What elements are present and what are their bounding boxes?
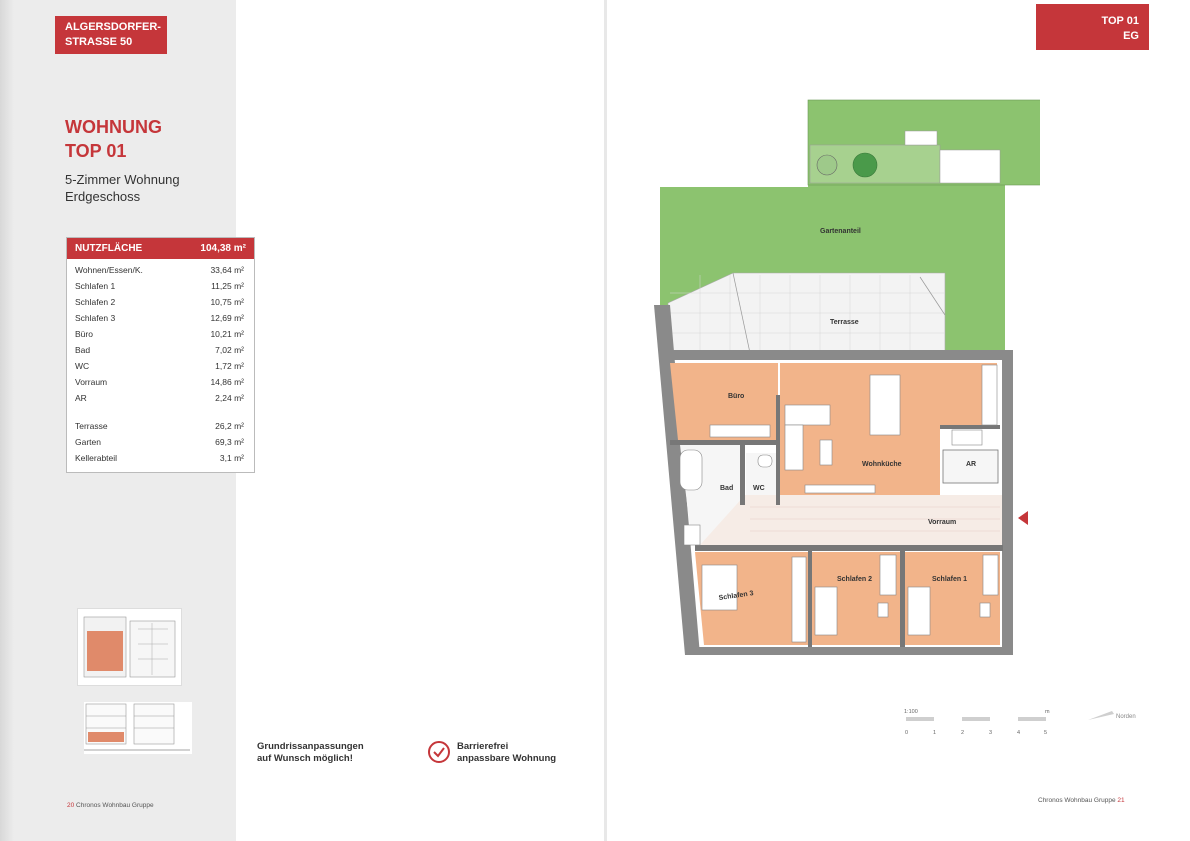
area-table: NUTZFLÄCHE 104,38 m² Wohnen/Essen/K. 33,6… [66,237,255,473]
floor-location-thumbnail [77,608,182,686]
section-location-thumbnail [84,702,192,754]
office-label: Büro [728,393,744,400]
unit-subtitle-rooms: 5-Zimmer Wohnung [65,172,180,187]
area-row-value: 2,24 m² [215,393,244,403]
scale-tick: 4 [1017,730,1020,736]
area-row-label: Schlafen 1 [75,281,116,291]
page-number-right: 21 [1117,797,1125,804]
area-row-value: 7,02 m² [215,345,244,355]
area-row: Schlafen 3 12,69 m² [67,310,254,326]
area-row-label: Schlafen 2 [75,297,116,307]
area-row: WC 1,72 m² [67,358,254,374]
area-row: Schlafen 2 10,75 m² [67,294,254,310]
bush-icon [852,152,878,178]
area-row: Schlafen 1 11,25 m² [67,278,254,294]
unit-tag: TOP 01 EG [1036,4,1149,50]
unit-tag-line-1: TOP 01 [1101,15,1139,27]
area-row-label: Wohnen/Essen/K. [75,265,143,275]
area-row-label: Garten [75,437,101,447]
adjustment-note-line-2: auf Wunsch möglich! [257,753,353,764]
area-row-label: Büro [75,329,93,339]
unit-title: WOHNUNG TOP 01 [65,115,225,163]
area-row: Wohnen/Essen/K. 33,64 m² [67,262,254,278]
area-row: Garten 69,3 m² [67,434,254,450]
bedroom-3-label: Schlafen 3 [718,590,754,602]
area-row-label: Schlafen 3 [75,313,116,323]
area-table-header-label: NUTZFLÄCHE [75,243,143,254]
kitchen-label: Wohnküche [862,461,902,468]
unit-tag-line-2: EG [1123,30,1139,42]
area-row-label: Bad [75,345,91,355]
area-table-header-value: 104,38 m² [200,243,246,254]
unit-subtitle-floor: Erdgeschoss [65,189,141,204]
area-row-label: AR [75,393,87,403]
area-row-value: 3,1 m² [219,453,244,463]
area-row-value: 10,75 m² [210,297,244,307]
north-label: Norden [1116,714,1136,720]
area-row-value: 11,25 m² [211,281,244,291]
area-row-label: Vorraum [75,377,108,387]
area-row-value: 1,72 m² [215,361,244,371]
bedroom-1-label: Schlafen 1 [932,576,967,583]
accessibility-note: Barrierefrei anpassbare Wohnung [457,741,556,765]
adjustment-note-line-1: Grundrissanpassungen [257,741,364,752]
scale-bar: 1:100 m 0 1 2 3 4 5 [904,709,1050,736]
scale-tick: 5 [1044,730,1047,736]
area-row-label: Terrasse [75,421,108,431]
accessibility-note-line-2: anpassbare Wohnung [457,753,557,764]
page-edge-shadow [0,0,14,841]
area-row-value: 14,86 m² [210,377,244,387]
scale-tick: 2 [961,730,964,736]
garden-label: Gartenanteil [820,228,861,235]
area-row-label: WC [75,361,90,371]
bedroom-2-label: Schlafen 2 [837,576,872,583]
area-row: AR 2,24 m² [67,390,254,406]
area-row-label: Kellerabteil [75,453,118,463]
page-gutter [604,0,607,841]
wc-label: WC [753,485,765,492]
office-room [670,363,778,440]
area-row: Kellerabteil 3,1 m² [67,450,254,466]
footer-right-brand: Chronos Wohnbau Gruppe [1038,797,1116,804]
area-row-value: 10,21 m² [210,329,244,339]
tree-icon [816,154,838,176]
unit-subtitle: 5-Zimmer Wohnung Erdgeschoss [65,171,225,205]
unit-title-line-1: WOHNUNG [65,117,162,137]
page-number-left: 20 [67,802,75,809]
storage-room [942,449,999,484]
area-table-header: NUTZFLÄCHE 104,38 m² [67,238,254,259]
storage-label: AR [966,461,976,468]
area-row: Büro 10,21 m² [67,326,254,342]
area-row: Terrasse 26,2 m² [67,418,254,434]
area-row-value: 33,64 m² [210,265,244,275]
area-row-value: 26,2 m² [215,421,244,431]
address-line-2: STRASSE 50 [65,36,133,48]
area-row: Bad 7,02 m² [67,342,254,358]
floor-plan: Gartenanteil Terrasse Büro Wohnküche AR … [654,99,1040,655]
north-arrow-icon: Norden [1088,711,1136,720]
scale-ratio: 1:100 [904,709,918,715]
scale-tick: 0 [905,730,908,736]
address-line-1: ALGERSDORFER- [65,21,161,33]
entrance-arrow-icon [1018,511,1028,525]
adjustment-note: Grundrissanpassungen auf Wunsch möglich! [257,741,364,765]
footer-right: Chronos Wohnbau Gruppe 21 [1038,797,1125,804]
hall-room [700,495,1002,545]
address-tag: ALGERSDORFER- STRASSE 50 [55,16,167,54]
area-row-value: 69,3 m² [215,437,244,447]
hall-label: Vorraum [928,519,956,526]
footer-left: 20 Chronos Wohnbau Gruppe [67,802,154,809]
bath-label: Bad [720,485,733,492]
accessibility-note-line-1: Barrierefrei [457,741,509,752]
unit-title-line-2: TOP 01 [65,141,127,161]
footer-left-brand: Chronos Wohnbau Gruppe [76,802,154,809]
area-row: Vorraum 14,86 m² [67,374,254,390]
scale-tick: 3 [989,730,992,736]
scale-unit: m [1045,709,1050,715]
check-circle-icon [428,741,450,763]
terrace-label: Terrasse [830,319,859,326]
area-row-value: 12,69 m² [210,313,244,323]
scale-tick: 1 [933,730,936,736]
